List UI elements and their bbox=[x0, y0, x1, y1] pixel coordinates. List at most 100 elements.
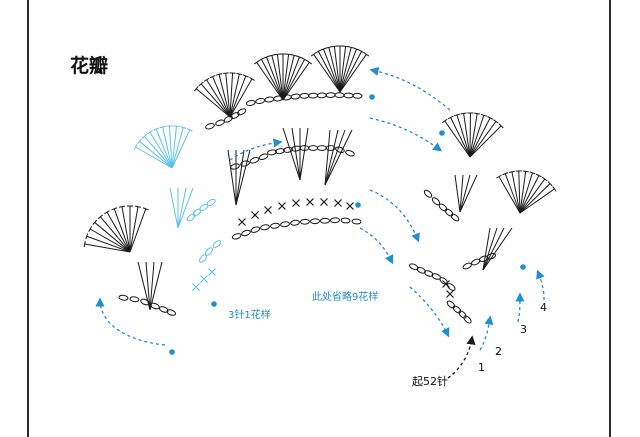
dc-top-bar bbox=[268, 54, 275, 57]
diagram-title: 花瓣 bbox=[70, 54, 108, 77]
dc-top-bar bbox=[118, 205, 126, 208]
dc-stitch bbox=[444, 120, 471, 158]
chain-stitch bbox=[423, 270, 434, 277]
chain-stitch bbox=[166, 309, 177, 316]
dc-stitch bbox=[89, 228, 131, 253]
dc-stitch bbox=[482, 227, 491, 271]
chain-stitch bbox=[458, 310, 467, 319]
dc-top-bar bbox=[198, 81, 204, 87]
dc-stitch bbox=[135, 146, 173, 169]
dc-top-bar bbox=[442, 118, 448, 124]
dc-stitch bbox=[324, 129, 346, 186]
single-crochet-mark bbox=[320, 198, 328, 206]
chain-stitch bbox=[118, 294, 129, 301]
dc-top-bar bbox=[358, 49, 365, 54]
chain-stitch bbox=[310, 218, 320, 225]
dc-stitch bbox=[482, 227, 498, 271]
dc-stitch bbox=[482, 227, 505, 271]
dc-top-bar bbox=[291, 54, 298, 57]
chain-stitch bbox=[255, 97, 266, 105]
row-number-2: 2 bbox=[495, 345, 502, 358]
dc-top-bar bbox=[141, 134, 147, 139]
dc-stitch bbox=[282, 56, 300, 101]
shell-top-left bbox=[193, 72, 255, 118]
dc-top-bar bbox=[222, 72, 229, 74]
dc-stitch bbox=[518, 171, 521, 214]
chain-stitch bbox=[334, 92, 345, 99]
dc-top-bar bbox=[180, 126, 187, 129]
dc-top-bar bbox=[474, 112, 481, 115]
dc-stitch bbox=[450, 117, 471, 158]
dc-stitch bbox=[291, 127, 301, 181]
single-crochet-mark bbox=[192, 283, 200, 291]
dc-top-bar bbox=[263, 55, 270, 59]
row-arrow bbox=[515, 292, 525, 323]
dc-stitch bbox=[313, 54, 341, 93]
chain-stitch bbox=[345, 150, 355, 157]
dc-stitch bbox=[482, 227, 513, 271]
chain-stitch bbox=[423, 189, 433, 198]
dc-stitch bbox=[155, 128, 173, 169]
dc-top-bar bbox=[147, 130, 153, 135]
dc-stitch bbox=[266, 56, 284, 101]
dc-top-bar bbox=[542, 176, 548, 182]
chain-stitch bbox=[241, 229, 251, 237]
chain-stitch bbox=[230, 111, 240, 120]
dc-stitch bbox=[519, 178, 546, 214]
single-crochet-mark bbox=[442, 280, 450, 288]
dc-top-bar bbox=[447, 115, 454, 120]
dc-stitch bbox=[149, 131, 173, 169]
shell-top-2 bbox=[310, 45, 370, 93]
direction-arrow bbox=[409, 286, 450, 338]
chain-stitch bbox=[478, 255, 489, 262]
dot-marker bbox=[355, 202, 361, 208]
dc-top-bar bbox=[487, 116, 494, 120]
dc-stitch bbox=[137, 261, 151, 311]
chain-stitch bbox=[249, 156, 260, 164]
chain-stitch bbox=[308, 145, 319, 151]
dc-top-bar bbox=[296, 55, 303, 59]
dc-stitch bbox=[282, 62, 310, 101]
dc-stitch bbox=[339, 51, 363, 93]
chain-stitch bbox=[351, 218, 362, 225]
chain-stitch bbox=[299, 92, 310, 99]
dc-stitch bbox=[454, 174, 461, 213]
dc-top-bar bbox=[508, 170, 515, 173]
single-crochet-mark bbox=[264, 206, 272, 214]
shell-right-lower bbox=[496, 170, 557, 214]
chain-stitch bbox=[270, 222, 280, 229]
direction-arrow bbox=[369, 117, 443, 152]
chain-stitch bbox=[290, 219, 300, 226]
dc-stitch bbox=[200, 83, 231, 118]
dc-top-bar bbox=[453, 113, 460, 117]
dc-stitch bbox=[162, 126, 173, 169]
dc-top-bar bbox=[325, 46, 332, 49]
dc-top-bar bbox=[193, 86, 199, 92]
dc-stitch bbox=[113, 208, 131, 253]
dc-top-bar bbox=[315, 49, 322, 54]
dc-top-bar bbox=[97, 214, 104, 220]
dc-stitch bbox=[339, 48, 357, 93]
dc-stitch bbox=[84, 243, 131, 253]
chain-stitch bbox=[330, 217, 340, 224]
dc-stitch bbox=[339, 54, 367, 93]
dc-stitch bbox=[171, 126, 177, 169]
dc-top-bar bbox=[535, 173, 542, 178]
dc-top-bar bbox=[186, 128, 193, 132]
dc-top-bar bbox=[258, 57, 265, 62]
row-number-4: 4 bbox=[540, 301, 547, 314]
dc-stitch bbox=[519, 171, 527, 214]
dc-stitch bbox=[149, 261, 155, 311]
dc-stitch bbox=[177, 187, 187, 229]
chain-stitch bbox=[438, 203, 448, 212]
dc-stitch bbox=[229, 73, 240, 118]
chain-stitch bbox=[280, 221, 290, 228]
chain-stitch bbox=[192, 208, 202, 217]
chain-stitch bbox=[300, 218, 310, 225]
chain-stitch bbox=[316, 145, 327, 151]
repeat-note: 3针1花样 bbox=[228, 308, 271, 321]
dot-marker bbox=[369, 94, 375, 100]
dc-top-bar bbox=[153, 127, 160, 131]
dc-stitch bbox=[227, 149, 237, 206]
